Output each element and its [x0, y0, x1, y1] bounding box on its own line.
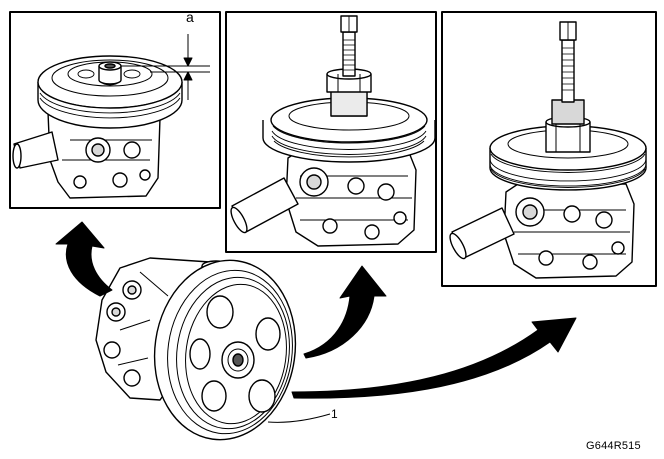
- dimension-a-indicator: [121, 34, 210, 100]
- figure-id: G644R515: [586, 440, 641, 452]
- callout-leader-line: [267, 413, 331, 423]
- pulley: [262, 97, 436, 163]
- power-steering-pump-assembly: [95, 257, 331, 441]
- mounting-boss: [582, 254, 598, 270]
- process-arrows: [55, 221, 577, 399]
- mounting-boss: [322, 218, 338, 234]
- pulley-window: [206, 295, 234, 329]
- pulley-window: [255, 317, 281, 351]
- mounting-boss: [123, 369, 141, 387]
- puller-threaded-rod: [342, 31, 356, 77]
- pump-body: [503, 183, 635, 279]
- main-pulley: [153, 259, 297, 441]
- mounting-boss: [103, 341, 121, 359]
- pulley-window: [189, 338, 211, 370]
- mounting-boss: [377, 183, 395, 201]
- mounting-boss: [347, 177, 365, 195]
- pulley: [37, 55, 183, 129]
- arrow-to-panel-2: [303, 265, 387, 359]
- mounting-boss: [563, 205, 581, 223]
- mounting-boss: [123, 141, 141, 159]
- mounting-boss: [538, 250, 554, 266]
- arrow-to-panel-3: [291, 317, 577, 399]
- panel-press-pulley: [441, 11, 657, 287]
- pulley-puller-tool: [326, 15, 372, 117]
- pulley-installer-tool: [545, 21, 591, 153]
- installer-threaded-rod: [561, 39, 575, 103]
- mounting-boss: [364, 224, 380, 240]
- panel-measure-pulley-height: [9, 11, 221, 209]
- mounting-boss: [595, 211, 613, 229]
- mounting-boss: [73, 175, 87, 189]
- pulley-window: [201, 380, 227, 412]
- pulley-window: [248, 379, 276, 413]
- arrow-to-panel-1: [55, 221, 113, 297]
- panel-install-puller: [225, 11, 437, 253]
- dimension-a-label: a: [186, 9, 194, 25]
- part-callout-1: 1: [331, 407, 338, 421]
- mounting-boss: [112, 172, 128, 188]
